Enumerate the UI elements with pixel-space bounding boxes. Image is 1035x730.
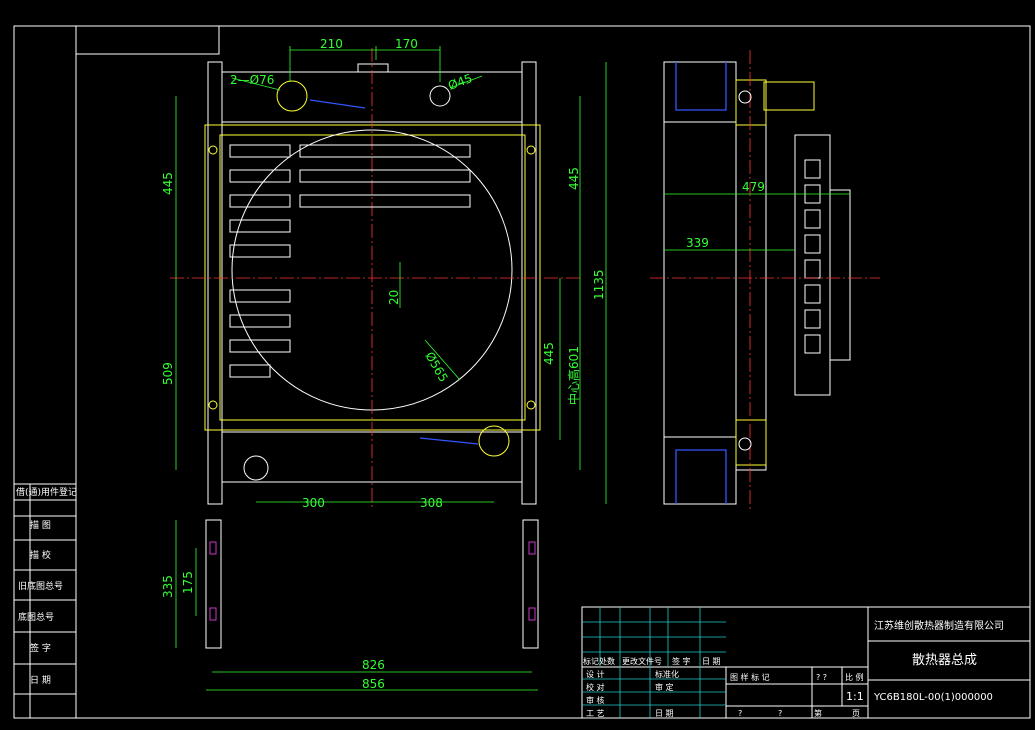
left-col-old-number: 旧底图总号 <box>18 580 63 592</box>
filler-cap <box>357 63 389 73</box>
inlet-pipe-left <box>276 80 308 112</box>
dim-fan-diameter: Ø565 <box>422 350 450 385</box>
drawing-number: YC6B180L-00(1)000000 <box>873 692 993 703</box>
rev-header-sign: 签 字 <box>672 656 691 666</box>
role-proof: 校 对 <box>586 682 605 692</box>
rev-header-date: 日 期 <box>702 657 721 666</box>
drain-pipe <box>243 455 269 481</box>
role-approve: 审 定 <box>655 682 674 692</box>
scale-label: 比 例 <box>845 672 864 682</box>
louver-slots-top <box>299 144 471 208</box>
dim-overall-height: 1135 <box>592 269 606 300</box>
page-label: 页 <box>852 709 860 718</box>
dim-top-left: 210 <box>320 37 343 51</box>
dim-width-inner: 826 <box>362 658 385 672</box>
role-review: 审 核 <box>586 695 605 705</box>
q2-label: ? <box>738 709 742 718</box>
dim-left-lower: 509 <box>161 362 175 385</box>
role-design: 设 计 <box>586 669 605 679</box>
dim-side-outer: 479 <box>742 180 765 194</box>
dim-width-outer: 856 <box>362 677 385 691</box>
dim-hole-right: Ø45 <box>446 71 474 93</box>
left-col-signature: 签 字 <box>30 642 51 654</box>
role-process: 工 艺 <box>586 709 605 718</box>
side-view <box>650 50 880 510</box>
left-post <box>207 61 223 505</box>
side-slots <box>804 159 821 354</box>
dim-bottom-right: 308 <box>420 496 443 510</box>
scale-value: 1:1 <box>846 690 864 703</box>
side-bottom-pipe <box>735 419 767 466</box>
dim-bracket-hole: 175 <box>181 571 195 594</box>
dim-right-upper: 445 <box>567 167 581 190</box>
side-fan-shroud <box>794 134 831 396</box>
side-core <box>735 79 767 471</box>
front-dimensions <box>175 46 607 504</box>
q3-label: ? <box>778 709 782 718</box>
dim-hole-left: 2—Ø76 <box>230 73 274 87</box>
mount-hole <box>526 145 536 155</box>
left-col-register: 借(通)用件登记 <box>16 486 77 498</box>
left-col-base-number: 底图总号 <box>18 611 54 623</box>
core-inner <box>219 134 526 421</box>
mount-hole <box>208 400 218 410</box>
rev-header-mark: 标记处数 <box>583 656 615 666</box>
side-frame <box>663 61 737 505</box>
dim-center-height: 中心高601 <box>566 346 581 405</box>
dim-top-right: 170 <box>395 37 418 51</box>
outlet-pipe <box>478 425 510 457</box>
front-view <box>170 48 580 510</box>
mount-hole <box>208 145 218 155</box>
inlet-pipe-right <box>429 85 451 107</box>
left-col-date: 日 期 <box>30 675 51 686</box>
mount-hole <box>526 400 536 410</box>
left-col-check: 描 校 <box>30 549 51 561</box>
bracket-left <box>205 519 222 649</box>
right-post <box>521 61 537 505</box>
rev-header-file: 更改文件号 <box>622 656 662 666</box>
left-column-table: 借(通)用件登记 描 图 描 校 旧底图总号 底图总号 签 字 日 期 <box>13 483 77 719</box>
dim-left-upper: 445 <box>161 172 175 195</box>
drawing-border <box>75 25 1031 719</box>
mark-label: 图 样 标 记 <box>730 672 770 682</box>
core-frame <box>204 124 541 431</box>
q1-label: ? ? <box>816 673 827 682</box>
role-date: 日 期 <box>655 709 674 718</box>
title-block <box>581 606 1031 719</box>
bottom-view <box>175 519 539 691</box>
bracket-right <box>522 519 539 649</box>
left-col-trace: 描 图 <box>30 519 51 531</box>
drawing-name: 散热器总成 <box>912 653 977 668</box>
role-standardize: 标准化 <box>655 669 679 679</box>
side-top-pipe <box>735 79 767 126</box>
dim-bracket-height: 335 <box>161 575 175 598</box>
dim-bottom-left: 300 <box>302 496 325 510</box>
dim-offset: 20 <box>387 290 401 305</box>
dim-side-inner: 339 <box>686 236 709 250</box>
top-left-box <box>75 25 220 55</box>
side-inlet-stub <box>763 81 815 111</box>
sheet-label: 第 <box>814 708 822 718</box>
top-tank <box>221 71 523 123</box>
louver-slots-left <box>229 144 291 378</box>
dim-right-lower: 445 <box>542 342 556 365</box>
company-name: 江苏维创散热器制造有限公司 <box>874 619 1004 632</box>
